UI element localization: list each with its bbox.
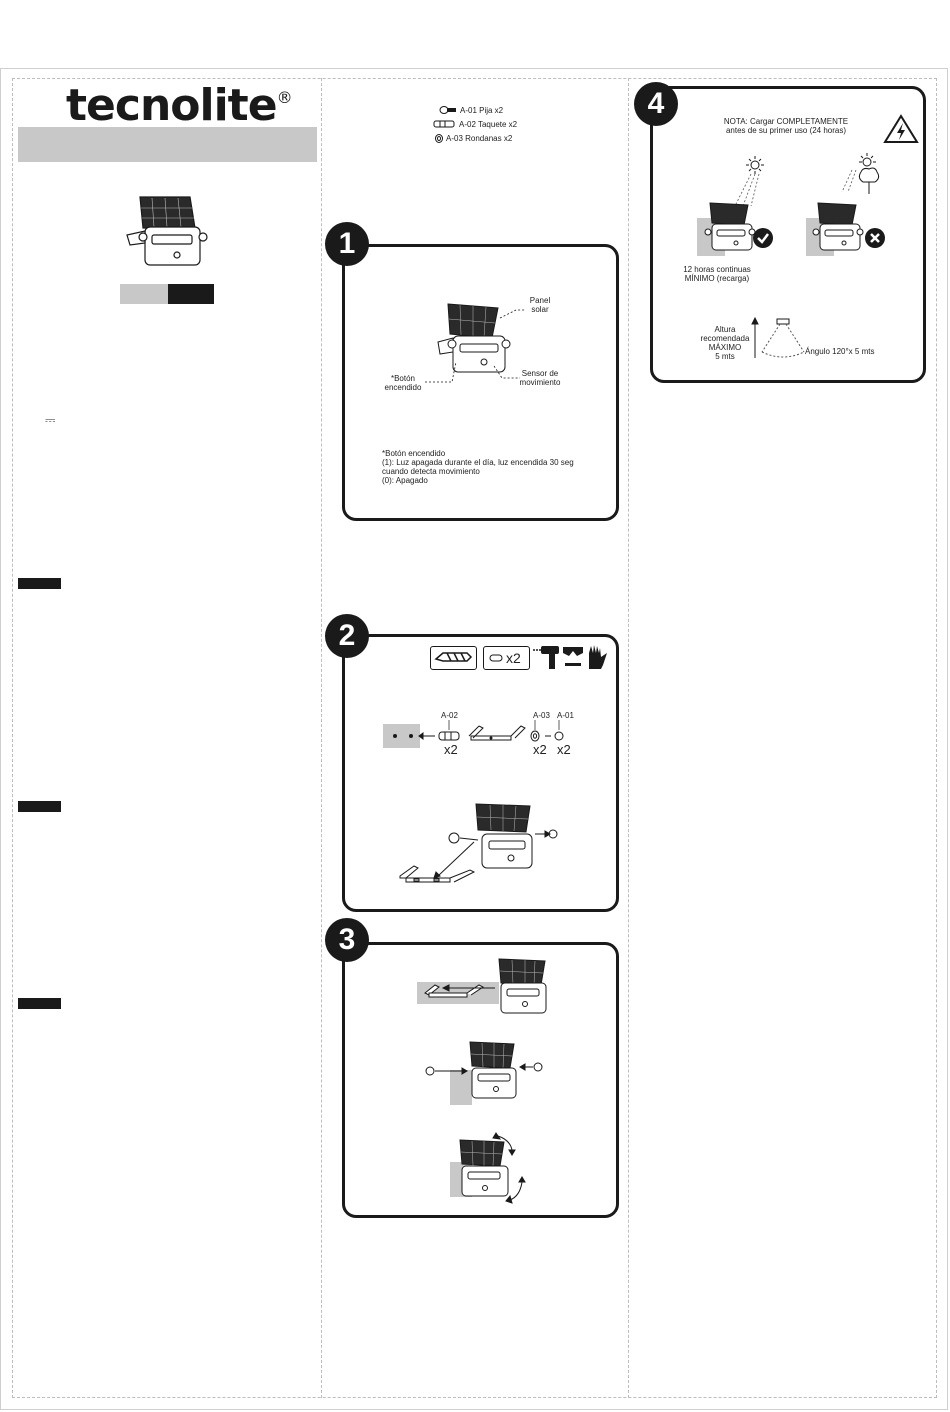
fold-line-2 [628, 78, 629, 1398]
height-text: Altura recomendada MÁXIMO 5 mts [700, 325, 750, 361]
drill-hole-icon [489, 654, 503, 662]
brand-name: tecnolite [66, 80, 278, 131]
charging-bad-diagram [812, 202, 864, 251]
bracket-assembly-diagram [399, 803, 558, 883]
accessory-a02: A-02 Taquete x2 [433, 117, 560, 131]
charge-note: NOTA: Cargar COMPLETAMENTE antes de su p… [723, 117, 849, 135]
color-swatch-black [168, 284, 214, 304]
step-2-number: 2 [325, 614, 369, 658]
accessory-a02-label: A-02 Taquete x2 [459, 119, 518, 129]
wall-section [383, 724, 420, 748]
charge-min-text: 12 horas continuas MÍNIMO (recarga) [683, 265, 751, 283]
step-2-box [342, 634, 619, 912]
power-button-note: *Botón encendido (1): Luz apagada durant… [382, 449, 574, 485]
bit-size-tool: x2 [483, 646, 530, 670]
step-1-number: 1 [325, 222, 369, 266]
accessory-a01: A-01 Pija x2 [439, 103, 560, 117]
screwdriver-icon [565, 663, 581, 666]
product-image [126, 196, 208, 266]
gloves-icon [589, 645, 607, 669]
step-3-mount-diagram [424, 958, 547, 1014]
instruction-sheet [0, 68, 948, 1410]
step-3-adjust-diagram [459, 1132, 526, 1204]
tool-qty: x2 [506, 650, 521, 666]
shade-sun-tree-icon [858, 153, 880, 194]
check-icon [753, 228, 773, 248]
section-bar-1 [18, 578, 61, 589]
accessory-a01-label: A-01 Pija x2 [460, 105, 504, 115]
title-bar [18, 127, 317, 162]
warning-icon [883, 114, 919, 143]
sun-rays-dashes [734, 173, 760, 207]
sun-icon [746, 156, 764, 174]
step-1-diagram [425, 303, 526, 383]
step-3-fasten-diagram [425, 1041, 543, 1099]
accessory-a03-label: A-03 Rondanas x2 [446, 133, 513, 143]
parts-diagram [393, 720, 564, 742]
step-3-number: 3 [325, 918, 369, 962]
wall-section-3b [450, 1070, 472, 1105]
drill-icon [541, 646, 559, 654]
shade-rays-dashes [841, 169, 857, 193]
part-a03-qty: x2 [533, 742, 547, 757]
drill-bit-icon [434, 652, 473, 662]
color-swatch-grey [120, 284, 168, 304]
part-a01-label: A-01 [557, 711, 574, 720]
registered-mark: ® [276, 88, 293, 107]
safety-glasses-icon [563, 647, 583, 656]
section-bar-3 [18, 998, 61, 1009]
part-a03-label: A-03 [533, 711, 550, 720]
washer-icon [435, 133, 443, 143]
part-a02-qty: x2 [444, 742, 458, 757]
cross-icon [865, 228, 885, 248]
height-angle-diagram [751, 316, 805, 358]
fold-line-1 [321, 78, 322, 1398]
charging-ok-diagram [704, 202, 756, 251]
drill-bit-tool [430, 646, 477, 670]
part-a02-label: A-02 [441, 711, 458, 720]
dc-symbol: ⎓ [45, 412, 56, 427]
step-4-number: 4 [634, 82, 678, 126]
part-a01-qty: x2 [557, 742, 571, 757]
fold-frame [12, 78, 937, 1398]
brand-logo: tecnolite® [66, 80, 293, 131]
step-1-box [342, 244, 619, 521]
accessory-a03: A-03 Rondanas x2 [435, 131, 560, 145]
section-bar-2 [18, 801, 61, 812]
anchor-icon [433, 120, 455, 128]
accessories-list: A-01 Pija x2 A-02 Taquete x2 A-03 Rondan… [433, 103, 560, 145]
angle-text: Ángulo 120°x 5 mts [805, 347, 875, 356]
tools-icons [533, 645, 607, 669]
screw-icon [439, 106, 456, 114]
